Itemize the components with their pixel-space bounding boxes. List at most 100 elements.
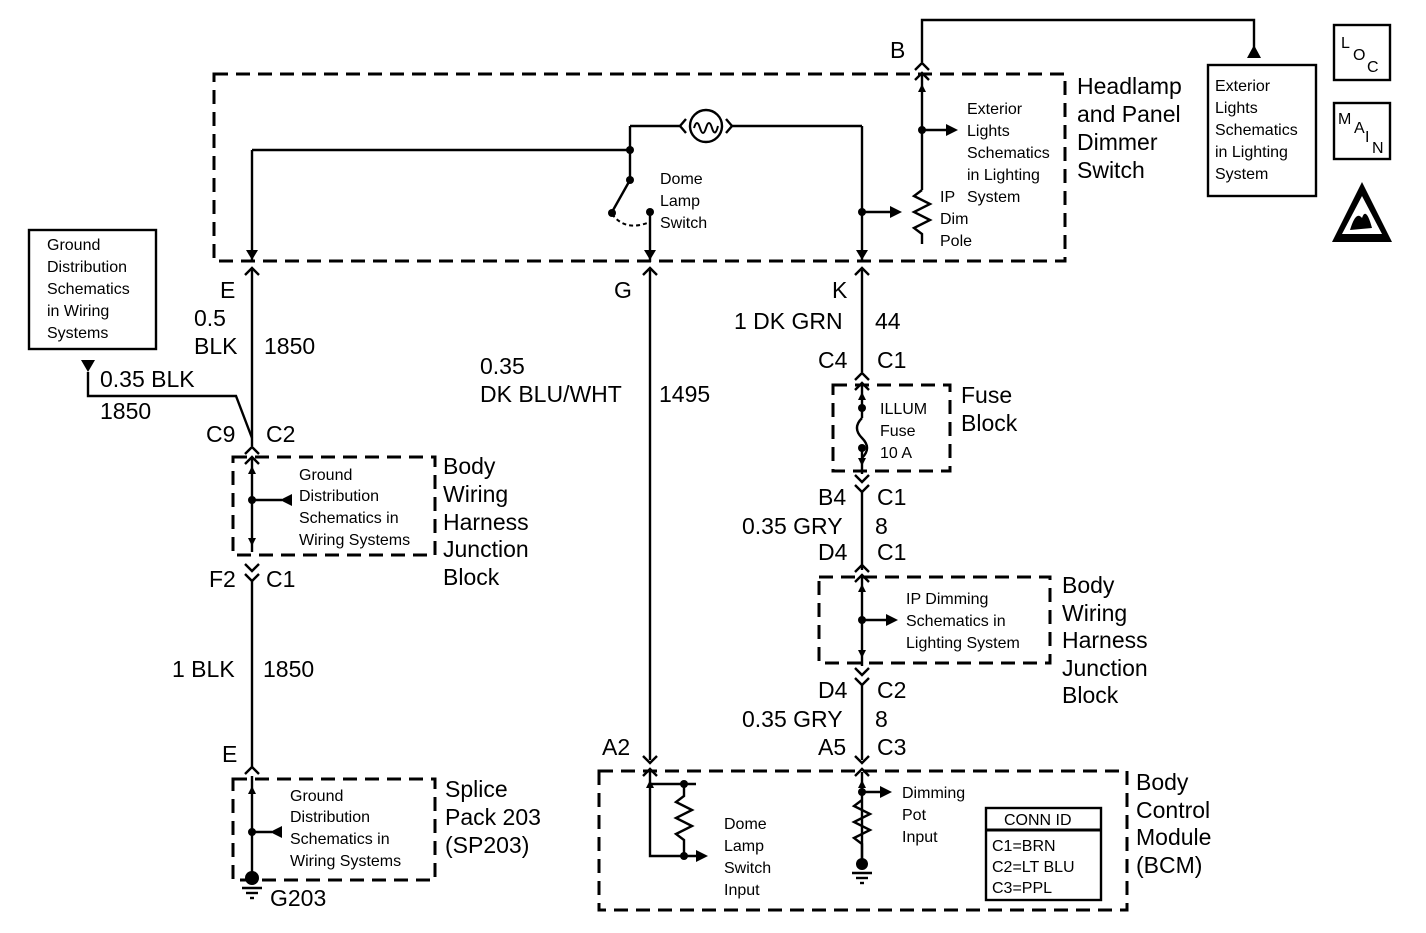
conn-b4: B4: [818, 484, 846, 510]
left-wire-color-1: BLK: [194, 333, 238, 359]
ground-dist-box-5: Systems: [47, 325, 108, 342]
body-jb-left-title-1: Body: [443, 453, 496, 479]
ip-dim-pole-1: IP: [940, 189, 955, 206]
body-jb-right-ref-3: Lighting System: [906, 635, 1020, 652]
conn-id-c1: C1=BRN: [992, 838, 1056, 855]
body-jb-right-title-4: Junction: [1062, 655, 1148, 681]
loc-letter-o: O: [1353, 47, 1365, 64]
ext-lights-ref-2: Lights: [967, 123, 1010, 140]
splice-pack-ref-4: Wiring Systems: [290, 853, 401, 870]
ground-dist-box-2: Distribution: [47, 259, 127, 276]
body-jb-left-ref-4: Wiring Systems: [299, 532, 410, 549]
right-circuit-2: 8: [875, 513, 888, 539]
splice-pack-ref-3: Schematics in: [290, 831, 390, 848]
headlamp-switch-title-3: Dimmer: [1077, 129, 1158, 155]
branch-circuit: 1850: [100, 398, 151, 424]
splice-pack-ref-2: Distribution: [290, 809, 370, 826]
loc-button[interactable]: L O C: [1332, 23, 1392, 82]
fuse-block: ILLUM Fuse 10 A Fuse Block: [831, 382, 1018, 474]
fuse-label-2: Fuse: [880, 423, 916, 440]
bcm-title-1: Body: [1136, 769, 1189, 795]
headlamp-switch-title-4: Switch: [1077, 157, 1145, 183]
body-jb-left-ref-2: Distribution: [299, 488, 379, 505]
body-jb-right-ref-1: IP Dimming: [906, 591, 988, 608]
right-wire-2: 0.35 GRY: [742, 513, 843, 539]
body-jb-right-title-2: Wiring: [1062, 600, 1127, 626]
ext-lights-ref-3: Schematics: [967, 145, 1050, 162]
headlamp-switch-title-2: and Panel: [1077, 101, 1181, 127]
conn-id-c3: C3=PPL: [992, 880, 1052, 897]
left-circuit-2: 1850: [263, 656, 314, 682]
ip-dim-pole-2: Dim: [940, 211, 968, 228]
headlamp-switch-title-1: Headlamp: [1077, 73, 1182, 99]
main-letter-m: M: [1338, 111, 1351, 128]
body-jb-left-ref-1: Ground: [299, 467, 352, 484]
middle-circuit-number: 1495: [659, 381, 710, 407]
body-junction-block-left: Ground Distribution Schematics in Wiring…: [231, 453, 529, 590]
ext-lights-ref-1: Exterior: [967, 101, 1023, 118]
dimming-input-1: Dimming: [902, 785, 965, 802]
right-circuit-1: 44: [875, 308, 901, 334]
right-dimming-circuit: K 1 DK GRN 44 C4 C1: [734, 266, 906, 391]
left-wire-2: 1 BLK: [172, 656, 235, 682]
pin-k-label: K: [832, 277, 848, 303]
conn-c2-right: C2: [877, 677, 906, 703]
ground-distribution-box: Ground Distribution Schematics in Wiring…: [27, 228, 158, 372]
conn-id-c2: C2=LT BLU: [992, 859, 1075, 876]
left-ground-circuit-lower: F2 C1 1 BLK 1850 E: [172, 563, 314, 775]
conn-c1-c: C1: [877, 539, 906, 565]
conn-c9: C9: [206, 421, 235, 447]
dome-input-2: Lamp: [724, 838, 764, 855]
middle-wire-gauge: 0.35: [480, 353, 525, 379]
body-control-module: Body Control Module (BCM) Dome Lamp Swit…: [597, 767, 1211, 912]
right-circuit-3: 8: [875, 706, 888, 732]
ext-lights-box-3: Schematics: [1215, 122, 1298, 139]
dome-lamp-switch-2: Lamp: [660, 193, 700, 210]
ext-lights-ref-4: in Lighting: [967, 167, 1040, 184]
splice-pack-title-2: Pack 203: [445, 804, 541, 830]
main-letter-i: I: [1365, 129, 1369, 146]
body-jb-left-title-4: Junction: [443, 536, 529, 562]
dome-input-4: Input: [724, 882, 760, 899]
bcm-title-4: (BCM): [1136, 852, 1202, 878]
conn-c3: C3: [877, 734, 906, 760]
esd-warning-icon: [1332, 182, 1392, 242]
exterior-lights-box: Exterior Lights Schematics in Lighting S…: [1206, 63, 1318, 198]
body-jb-right-title-3: Harness: [1062, 627, 1148, 653]
loc-letter-l: L: [1341, 35, 1350, 52]
ground-dist-box-1: Ground: [47, 237, 100, 254]
body-jb-left-title-2: Wiring: [443, 481, 508, 507]
ground-dist-box-3: Schematics: [47, 281, 130, 298]
body-jb-right-ref-2: Schematics in: [906, 613, 1006, 630]
body-jb-right-title-1: Body: [1062, 572, 1115, 598]
body-jb-left-ref-3: Schematics in: [299, 510, 399, 527]
main-letter-a: A: [1354, 120, 1365, 137]
ip-dim-pole-3: Pole: [940, 233, 972, 250]
conn-c1-a: C1: [877, 347, 906, 373]
conn-id-title: CONN ID: [1004, 812, 1072, 829]
bcm-title-2: Control: [1136, 797, 1210, 823]
splice-pack-title-1: Splice: [445, 776, 508, 802]
pin-e-label: E: [220, 277, 235, 303]
dome-input-3: Switch: [724, 860, 771, 877]
ext-lights-ref-5: System: [967, 189, 1020, 206]
dimming-input-3: Input: [902, 829, 938, 846]
ground-g203: G203: [270, 885, 326, 911]
body-junction-block-right: IP Dimming Schematics in Lighting System…: [817, 572, 1148, 708]
right-circuit-mid: B4 C1 0.35 GRY 8 D4 C1: [742, 474, 906, 583]
left-circuit-1: 1850: [264, 333, 315, 359]
conn-a5: A5: [818, 734, 846, 760]
conn-id-table: CONN ID C1=BRN C2=LT BLU C3=PPL: [984, 806, 1103, 902]
ext-lights-box-4: in Lighting: [1215, 144, 1288, 161]
left-ground-circuit: E 0.5 BLK 1850 0.35 BLK 1850 C9 C2: [86, 266, 315, 465]
body-jb-left-title-5: Block: [443, 564, 500, 590]
right-wire-3: 0.35 GRY: [742, 706, 843, 732]
branch-wire: 0.35 BLK: [100, 366, 195, 392]
main-button[interactable]: M A I N: [1332, 101, 1392, 161]
fuse-label-1: ILLUM: [880, 401, 927, 418]
ground-point-icon: [245, 871, 259, 885]
dome-lamp-switch-3: Switch: [660, 215, 707, 232]
dome-input-1: Dome: [724, 816, 767, 833]
conn-f2: F2: [209, 566, 236, 592]
